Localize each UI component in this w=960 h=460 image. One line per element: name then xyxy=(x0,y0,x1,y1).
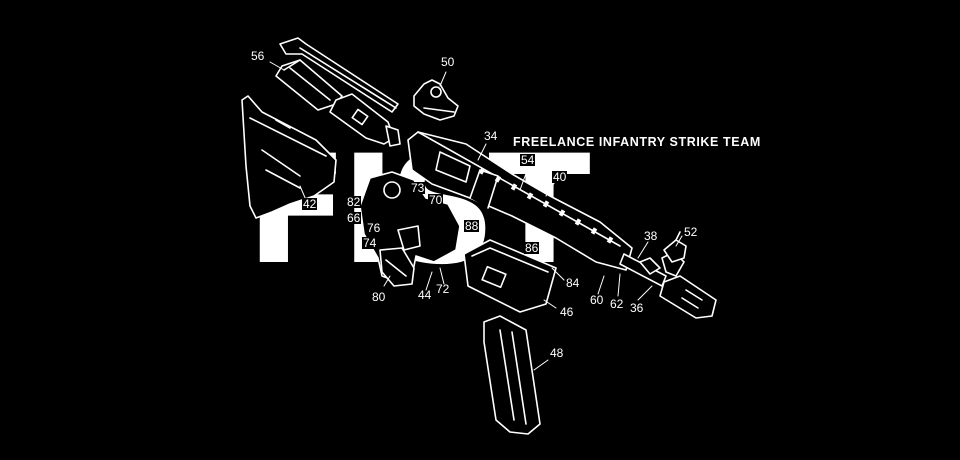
pistol-grip-part xyxy=(379,247,415,287)
part-number-76: 76 xyxy=(366,221,382,235)
part-number-56: 56 xyxy=(251,49,265,63)
part-number-54: 54 xyxy=(520,153,536,167)
charging-handle-part xyxy=(279,37,399,113)
stock-part xyxy=(241,95,337,219)
part-number-62: 62 xyxy=(610,297,624,311)
buffer-tube-part xyxy=(275,59,343,111)
part-number-88: 88 xyxy=(464,219,480,233)
bolt-carrier-part xyxy=(329,93,401,147)
part-number-50: 50 xyxy=(441,55,455,69)
part-number-40: 40 xyxy=(552,170,568,184)
rail-part xyxy=(478,167,614,244)
part-number-66: 66 xyxy=(346,211,362,225)
tagline: FREELANCE INFANTRY STRIKE TEAM xyxy=(510,134,764,150)
part-number-86: 86 xyxy=(524,241,540,255)
part-number-74: 74 xyxy=(362,236,378,250)
part-number-82: 82 xyxy=(346,195,362,209)
part-number-42: 42 xyxy=(302,197,318,211)
part-number-60: 60 xyxy=(590,293,604,307)
part-number-46: 46 xyxy=(560,305,574,319)
rear-sight-part xyxy=(413,79,459,121)
part-number-72: 72 xyxy=(436,282,450,296)
magazine-part xyxy=(483,315,541,435)
part-number-34: 34 xyxy=(483,129,499,143)
part-number-73: 73 xyxy=(410,181,426,195)
part-number-44: 44 xyxy=(418,288,432,302)
flash-hider-part xyxy=(659,275,717,319)
part-number-70: 70 xyxy=(428,193,444,207)
part-number-52: 52 xyxy=(684,225,698,239)
magazine-well-part xyxy=(463,239,557,313)
part-number-84: 84 xyxy=(566,276,580,290)
front-sight-part xyxy=(663,231,687,263)
upper-receiver-part xyxy=(407,131,633,271)
part-number-38: 38 xyxy=(644,229,658,243)
part-number-80: 80 xyxy=(372,290,386,304)
part-number-36: 36 xyxy=(630,301,644,315)
part-number-48: 48 xyxy=(550,346,564,360)
